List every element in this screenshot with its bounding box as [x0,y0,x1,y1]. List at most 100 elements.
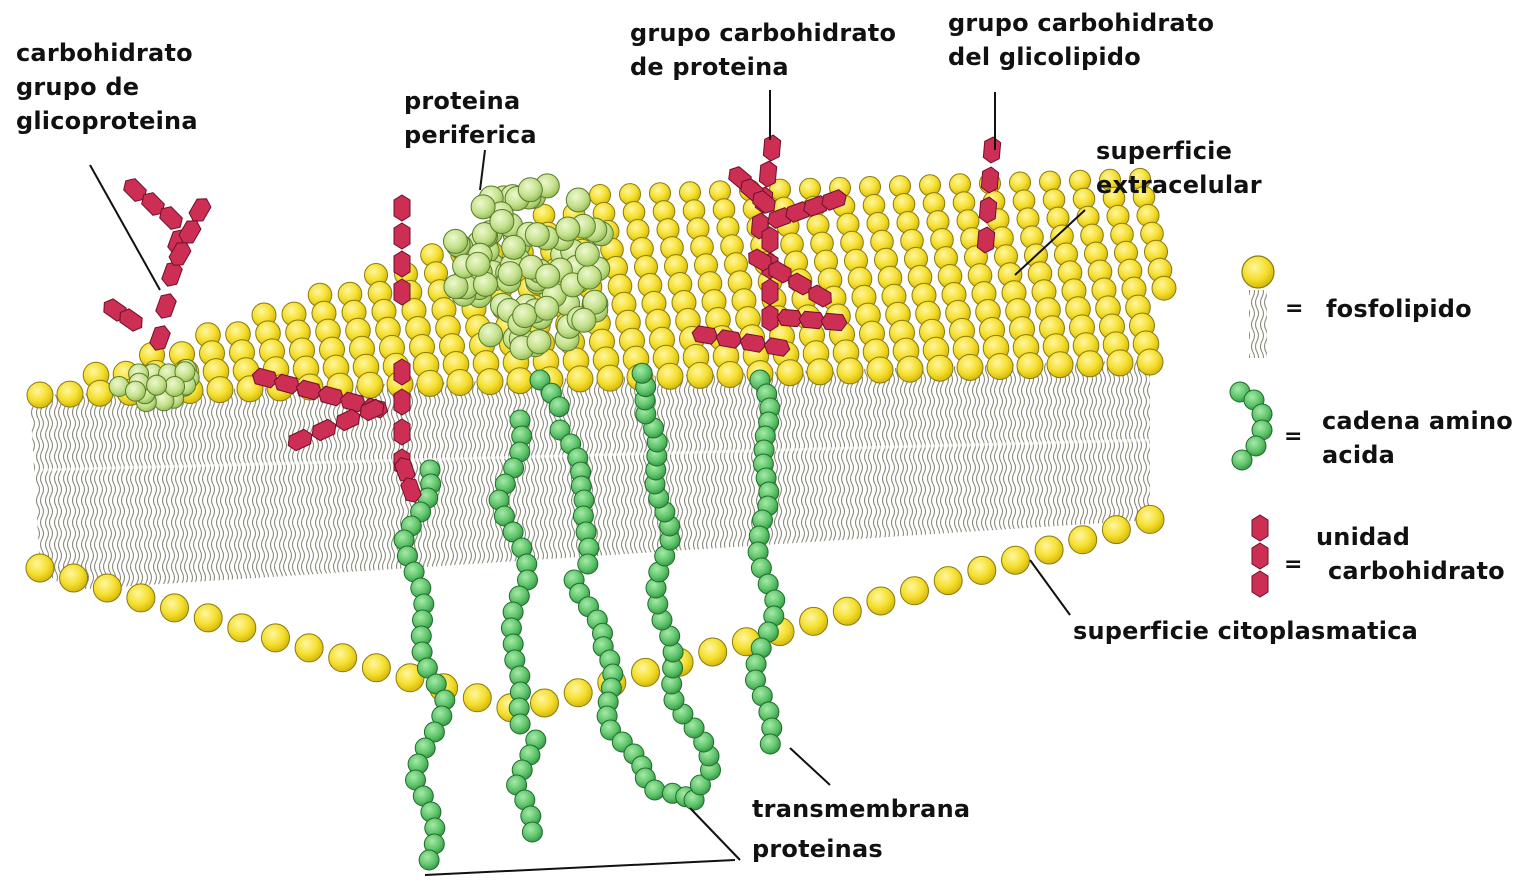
lipid-head-top [860,177,881,198]
peripheral-protein-unit [513,304,537,328]
lipid-head-top [27,382,53,408]
legend-phospholipid-tails-icon [1249,290,1267,358]
carbohydrate-unit [394,223,410,249]
peripheral-protein-unit [535,296,559,320]
legend-equals-amino: = [1284,424,1302,449]
lipid-head-top [657,363,683,389]
lipid-head-top [597,365,623,391]
lipid-head-bottom [127,584,155,612]
lipid-head-top [1107,350,1133,376]
line-peripheral [480,150,485,190]
lipid-head-top [207,377,233,403]
carbohydrate-unit [762,279,778,305]
lipid-head-bottom [329,644,357,672]
glycoprotein-unit [126,381,146,401]
peripheral-protein-unit [536,264,560,288]
lipid-head-bottom [362,654,390,682]
transmembrane-proteins-label: transmembrana proteinas [752,792,970,866]
lipid-head-bottom [26,554,54,582]
lipid-head-top [1010,172,1031,193]
carbohydrate-unit [977,226,995,253]
amino-acid-bead [760,734,780,754]
lipid-head-bottom [1136,505,1164,533]
amino-acid-bead [522,822,542,842]
peripheral-protein-unit [527,330,551,354]
peripheral-protein-unit [490,210,514,234]
lipid-head-top [867,357,893,383]
lipid-head-bottom [161,594,189,622]
lipid-head-top [807,359,833,385]
lipid-head-top [1017,353,1043,379]
amino-acid-bead [549,397,569,417]
lipid-head-top [620,184,641,205]
peripheral-protein-unit [572,308,596,332]
legend-equals-phospholipid: = [1285,296,1303,321]
peripheral-protein-unit [444,229,468,253]
lipid-head-bottom [901,577,929,605]
lipid-head-bottom [968,556,996,584]
peripheral-protein-unit [518,178,542,202]
lipid-head-top [1047,352,1073,378]
peripheral-protein-unit [466,252,490,276]
carbohydrate-unit [820,313,847,331]
lipid-head-top [357,372,383,398]
lipid-head-top [950,174,971,195]
carbohydrate-unit [979,196,997,223]
lipid-head-top [590,185,611,206]
peripheral-protein-unit [566,188,590,212]
carbohydrate-unit [762,227,778,253]
lipid-head-top [417,370,443,396]
line-cytoplasmic [1030,560,1070,615]
lipid-head-top [477,369,503,395]
legend-phospholipid-head-icon [1242,256,1274,288]
legend-phospholipid-label: fosfolipido [1326,292,1472,326]
peripheral-protein-unit [577,265,601,289]
amino-acid-bead [645,780,665,800]
carbohydrate-unit [394,359,410,385]
lipid-head-top [987,354,1013,380]
lipid-head-bottom [93,574,121,602]
legend-equals-carb: = [1284,552,1302,577]
lipid-head-top [1070,170,1091,191]
peripheral-protein-unit [556,217,580,241]
lipid-head-bottom [228,614,256,642]
peripheral-protein-unit [575,242,599,266]
amino-acid-bead [632,363,652,383]
legend-amino-chain-icon [1232,450,1252,470]
lipid-head-bottom [1035,536,1063,564]
lipid-head-top [1077,351,1103,377]
lipid-head-bottom [194,604,222,632]
lipid-head-top [927,355,953,381]
peripheral-protein-unit [525,223,549,247]
lipid-head-top [650,183,671,204]
lipid-head-top [57,381,83,407]
carbohydrate-unit [981,166,999,193]
lipid-head-bottom [564,679,592,707]
lipid-head-top [800,178,821,199]
lipid-head-bottom [531,689,559,717]
lipid-head-top [837,358,863,384]
lipid-head-bottom [699,638,727,666]
cytoplasmic-surface-label: superficie citoplasmatica [1073,614,1418,648]
legend-carb-unit-icon [1252,515,1268,541]
carbohydrate-unit [394,389,410,415]
lipid-head-bottom [1102,516,1130,544]
carbohydrate-unit [394,251,410,277]
lipid-head-bottom [934,567,962,595]
carbohydrate-unit [154,291,178,321]
lipid-head-top [1137,349,1163,375]
lipid-head-top [897,356,923,382]
lipid-head-top [507,368,533,394]
amino-acid-bead [578,554,598,574]
lipid-head-top [1152,276,1176,300]
lipid-head-top [1040,171,1061,192]
carbohydrate-unit [394,279,410,305]
legend-carb-unit-icon [1252,571,1268,597]
lipid-head-bottom [1002,546,1030,574]
lipid-head-top [777,360,803,386]
